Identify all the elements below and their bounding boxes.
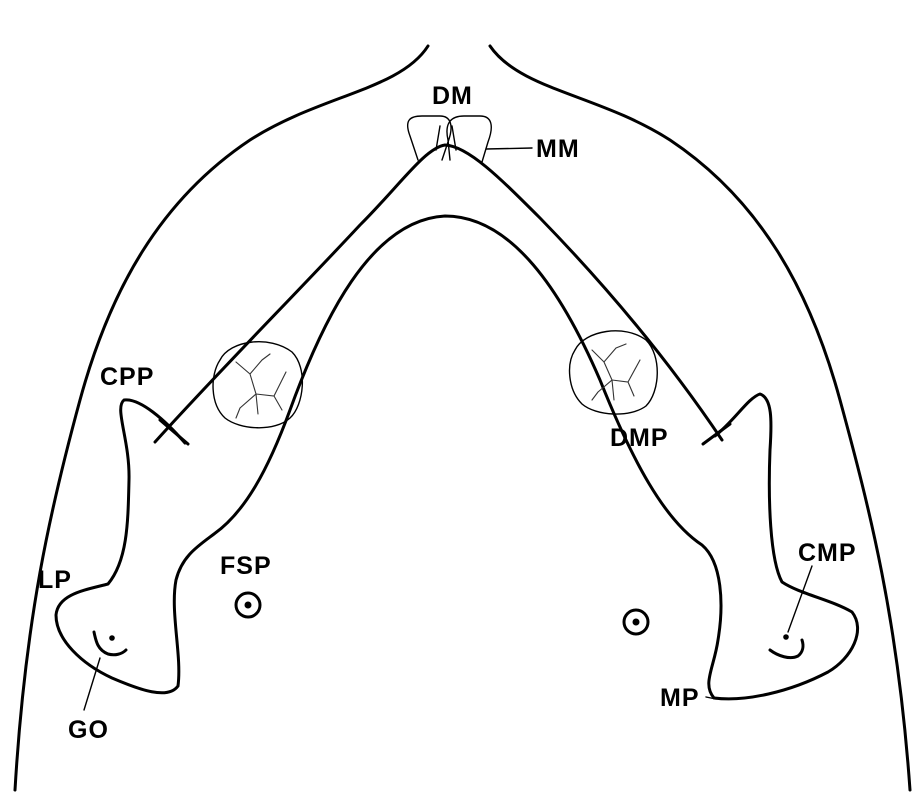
cmp-leader-line: [787, 565, 813, 633]
fsp-ring-left: [234, 591, 262, 619]
outer-arch-line: [153, 143, 724, 444]
outer-outline-left: [13, 44, 430, 792]
fsp-marker-left: [234, 591, 262, 619]
right-molar-outline: [568, 330, 658, 415]
label-dm: DM: [432, 82, 473, 110]
go-dot: [109, 635, 115, 641]
cmp-curve: [768, 638, 805, 660]
right-molar-tooth: [568, 330, 658, 415]
central-incisor-right: [446, 115, 492, 163]
fsp-dot-left: [244, 601, 252, 609]
label-cpp: CPP: [100, 363, 154, 391]
mm-leader-line: [485, 147, 533, 150]
left-molar-fissures: [235, 353, 287, 419]
label-fsp: FSP: [220, 552, 272, 580]
left-molar-outline: [212, 341, 304, 429]
lingual-arch-outline: [54, 214, 860, 701]
label-lp: LP: [38, 566, 72, 594]
fsp-marker-right: [622, 608, 650, 636]
cmp-dot: [783, 634, 789, 640]
incisor-root-lines: [435, 125, 457, 151]
label-cmp: CMP: [798, 539, 857, 567]
label-mm: MM: [536, 135, 580, 163]
go-leader-line: [83, 657, 101, 711]
fsp-ring-right: [622, 608, 650, 636]
label-dmp: DMP: [610, 424, 669, 452]
label-go: GO: [68, 716, 109, 744]
outer-outline-right: [488, 44, 912, 792]
left-molar-tooth: [212, 341, 304, 429]
fsp-dot-right: [632, 618, 640, 626]
label-mp: MP: [660, 684, 700, 712]
right-molar-fissures: [591, 343, 641, 401]
mp-leader-line: [705, 696, 717, 700]
central-incisor-left: [406, 115, 452, 161]
go-curve: [92, 630, 128, 657]
